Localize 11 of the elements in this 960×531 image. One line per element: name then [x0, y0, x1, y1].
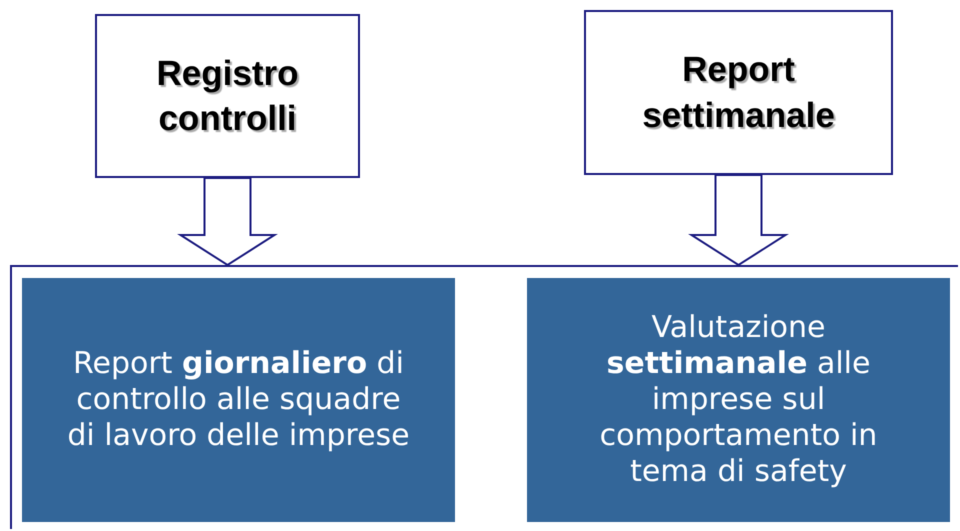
process-box	[584, 10, 893, 175]
box-text: Report giornaliero di controllo alle squadre di lavoro delle imprese	[66, 346, 411, 454]
box-title: Registro controlli	[156, 52, 300, 140]
box-title: Report settimanale	[641, 49, 836, 136]
group-frame	[10, 265, 958, 529]
description-box	[22, 278, 455, 522]
block-arrow	[177, 177, 278, 266]
process-box	[95, 14, 360, 178]
block-arrow	[688, 174, 789, 266]
description-box	[527, 278, 950, 522]
box-text: Valutazione settimanale alle imprese sul comportamento in tema di safety	[598, 310, 878, 490]
